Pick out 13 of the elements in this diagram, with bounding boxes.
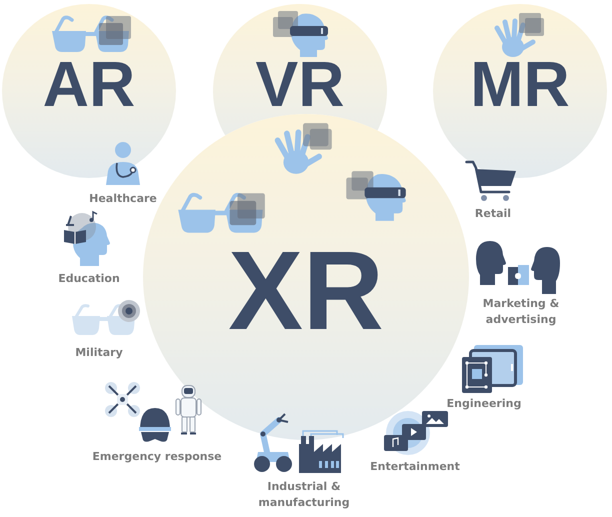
category-label: Retail <box>474 206 512 222</box>
circle-title: AR <box>42 59 136 110</box>
circle-title: VR <box>256 59 344 110</box>
category-label: Engineering <box>446 396 522 412</box>
category-label: Marketing & advertising <box>482 296 560 328</box>
category-label: Industrial & manufacturing <box>257 479 351 511</box>
category-label: Emergency response <box>92 449 222 465</box>
category-label: Healthcare <box>89 191 157 207</box>
category-label: Entertainment <box>370 459 460 475</box>
circle-title: XR <box>228 246 384 336</box>
circle-title: MR <box>470 59 570 110</box>
category-label: Military <box>75 345 123 361</box>
category-label: Education <box>58 271 120 287</box>
